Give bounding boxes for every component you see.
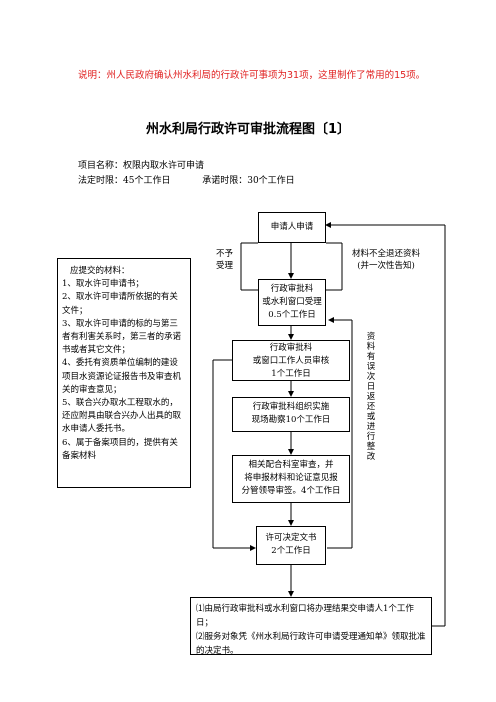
sign-line-2: 将申报材料和论证意见报 [244,473,338,483]
project-line: 项目名称：权限内取水许可申请 [78,158,204,171]
reject-line-2: 受理 [216,261,234,271]
time-line: 法定时限：45个工作日 承诺时限：30个工作日 [78,173,295,186]
promise-time-label: 承诺时限： [202,176,248,186]
result-box: ⑴由局行政审批科或水利窗口将办理结果交申请人1个工作日； ⑵服务对象凭《州水利局… [190,597,432,656]
review-box: 行政审批科 或窗口工作人员审核 1个工作日 [232,340,350,381]
material-item-4: 4、委托有资质单位编制的建设项目水资源论证报告书及审查机关的审查意见； [62,358,182,395]
incomplete-label: 材料不全退还资料 (并一次性告知) [352,248,420,272]
inspect-line-1: 行政审批科组织实施 [252,402,330,412]
review-line-1: 行政审批科 [269,343,313,353]
inspect-line-2: 现场勘察10个工作日 [251,415,331,425]
apply-text: 申请人申请 [270,222,314,232]
material-item-6: 6、属于备案项目的，提供有关备案材料 [62,437,178,461]
accept-line-3: 0.5个工作日 [268,310,316,320]
inspect-box: 行政审批科组织实施 现场勘察10个工作日 [232,397,350,432]
sign-line-3: 分管领导审签。4个工作日 [241,486,341,496]
result-line-1: ⑴由局行政审批科或水利窗口将办理结果交申请人1个工作日； [196,604,414,628]
decision-line-2: 2个工作日 [271,546,311,556]
material-item-5: 5、联合兴办取水工程取水的，还应附具由联合兴办人出具的取水申请人委托书。 [62,398,182,435]
project-label: 项目名称： [78,161,124,171]
material-item-1: 1、取水许可申请书； [62,279,144,290]
decision-box: 许可决定文书 2个工作日 [256,526,326,565]
promise-time-value: 30个工作日 [247,176,295,186]
reject-line-1: 不予 [216,249,234,259]
incomplete-line-2: (并一次性告知) [357,261,415,271]
accept-line-1: 行政审批科 [270,284,314,294]
result-line-2: ⑵服务对象凭《州水利局行政许可申请受理通知单》领取批准的决定书。 [196,632,426,656]
apply-box: 申请人申请 [258,212,326,243]
decision-line-1: 许可决定文书 [265,533,317,543]
material-item-2: 2、取水许可申请所依据的有关文件； [62,292,178,316]
accept-box: 行政审批科 或水利窗口受理 0.5个工作日 [258,279,326,326]
review-line-3: 1个工作日 [271,369,311,379]
materials-box: 应提交的材料： 1、取水许可申请书； 2、取水许可申请所依据的有关文件； 3、取… [57,258,191,488]
review-line-2: 或窗口工作人员审核 [252,356,330,366]
project-value: 权限内取水许可申请 [123,161,205,171]
legal-time-value: 45个工作日 [123,176,171,186]
accept-line-2: 或水利窗口受理 [262,297,322,307]
page-title: 州水利局行政许可审批流程图〔1〕 [145,122,351,137]
sign-box: 相关配合科室审查，并 将申报材料和论证意见报 分管领导审签。4个工作日 [232,455,350,503]
reject-label: 不予 受理 [216,248,233,272]
legal-time-label: 法定时限： [78,176,124,186]
incomplete-line-1: 材料不全退还资料 [352,249,421,259]
return-side-label: 资料有误次日返还或进行整改 [366,332,376,462]
explanation-note: 说明：州人民政府确认州水利局的行政许可事项为31项，这里制作了常用的15项。 [78,70,426,81]
sign-line-1: 相关配合科室审查，并 [248,460,334,470]
material-item-3: 3、取水许可申请的标的与第三者有利害关系时，第三者的承诺书或者其它文件； [62,318,182,356]
materials-heading: 应提交的材料： [70,266,130,276]
